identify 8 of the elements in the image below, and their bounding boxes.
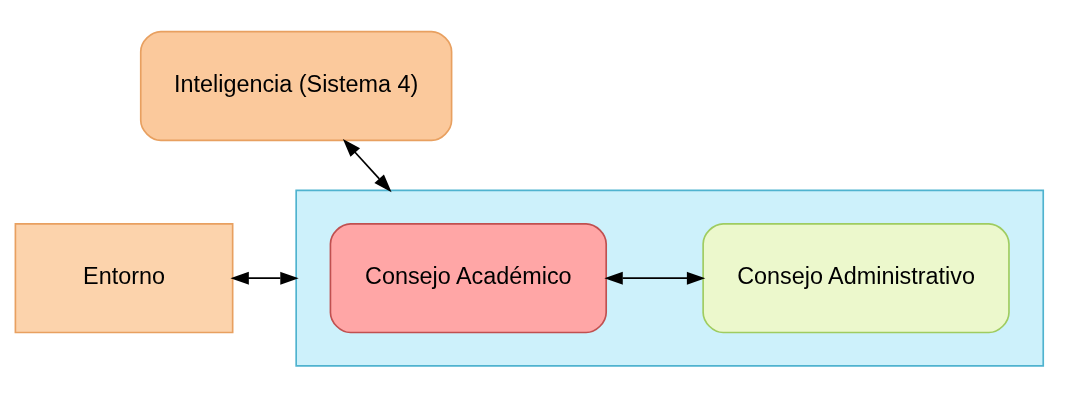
node-box: Consejo Administrativo	[702, 223, 1010, 334]
node-box: Consejo Académico	[329, 223, 608, 334]
node-box: Entorno	[14, 223, 234, 334]
arrow	[230, 271, 299, 285]
cluster	[295, 189, 1045, 367]
arrow	[604, 271, 706, 285]
node-box: Inteligencia (Sistema 4)	[139, 30, 453, 142]
arrow	[342, 138, 392, 193]
